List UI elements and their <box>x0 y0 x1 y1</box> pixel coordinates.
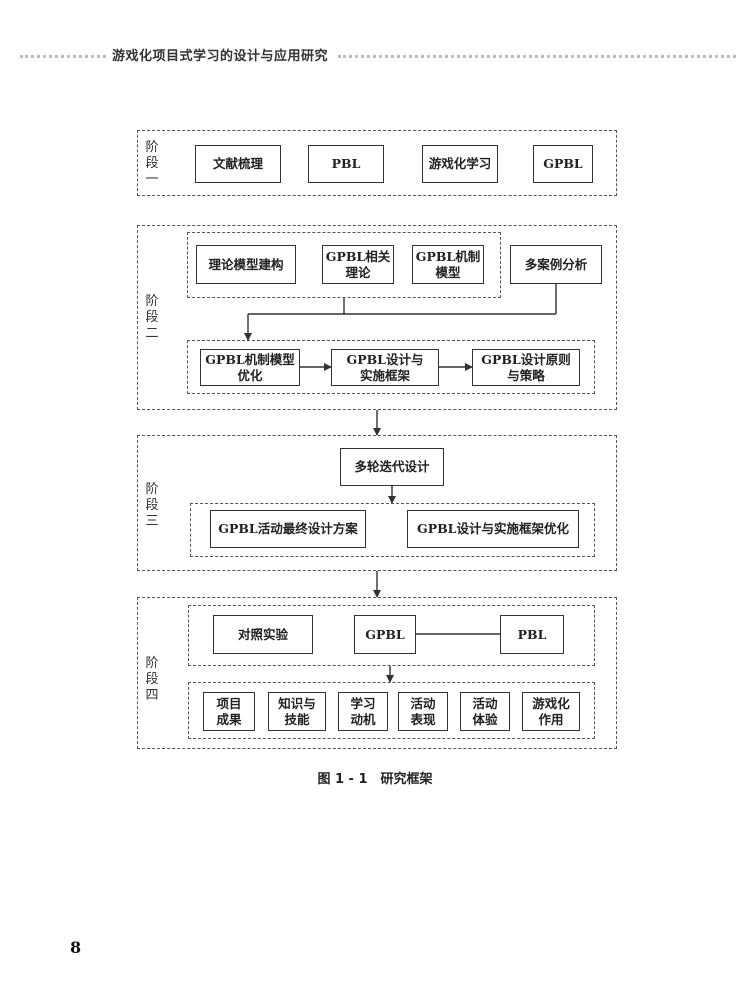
knowledge-skills-box: 知识与 技能 <box>268 692 326 731</box>
running-header: 游戏化项目式学习的设计与应用研究 <box>0 44 750 68</box>
project-outcome-box: 项目 成果 <box>203 692 255 731</box>
optimization-group-frame <box>187 340 595 394</box>
gpbl-box: GPBL <box>533 145 593 183</box>
stage-two-frame <box>137 225 617 410</box>
gpbl-theory-box: GPBL相关 理论 <box>322 245 394 284</box>
activity-performance-box: 活动 表现 <box>398 692 448 731</box>
gamification-effect-box: 游戏化 作用 <box>522 692 580 731</box>
gpbl-mechanism-model-box: GPBL机制 模型 <box>412 245 484 284</box>
stage-one-frame <box>137 130 617 196</box>
mechanism-optimization-box: GPBL机制模型 优化 <box>200 349 300 386</box>
pbl-group-box: PBL <box>500 615 564 654</box>
stage-two-label: 阶段二 <box>145 294 159 341</box>
design-principles-box: GPBL设计原则 与策略 <box>472 349 580 386</box>
theory-model-box: 理论模型建构 <box>196 245 296 284</box>
final-design-plan-box: GPBL活动最终设计方案 <box>210 510 366 548</box>
book-title: 游戏化项目式学习的设计与应用研究 <box>112 49 329 64</box>
figure-caption: 图 1 - 1 研究框架 <box>317 772 433 787</box>
framework-optimization-box: GPBL设计与实施框架优化 <box>407 510 579 548</box>
gpbl-group-box: GPBL <box>354 615 416 654</box>
merge-connector <box>248 284 557 340</box>
header-rule-right <box>338 55 736 58</box>
stage-four-label: 阶段四 <box>145 656 159 703</box>
experiment-group-frame <box>188 605 595 666</box>
stage-three-label: 阶段三 <box>145 482 159 529</box>
literature-review-box: 文献梳理 <box>195 145 281 183</box>
pbl-box: PBL <box>308 145 384 183</box>
header-rule-left <box>20 55 106 58</box>
page-number: 8 <box>70 938 82 957</box>
controlled-experiment-box: 对照实验 <box>213 615 313 654</box>
stage-one-label: 阶段一 <box>145 140 159 187</box>
gamified-learning-box: 游戏化学习 <box>422 145 498 183</box>
design-framework-box: GPBL设计与 实施框架 <box>331 349 439 386</box>
learning-motivation-box: 学习 动机 <box>338 692 388 731</box>
activity-experience-box: 活动 体验 <box>460 692 510 731</box>
multi-case-analysis-box: 多案例分析 <box>510 245 602 284</box>
iterative-design-box: 多轮迭代设计 <box>340 448 444 486</box>
theory-group-frame <box>187 232 501 298</box>
